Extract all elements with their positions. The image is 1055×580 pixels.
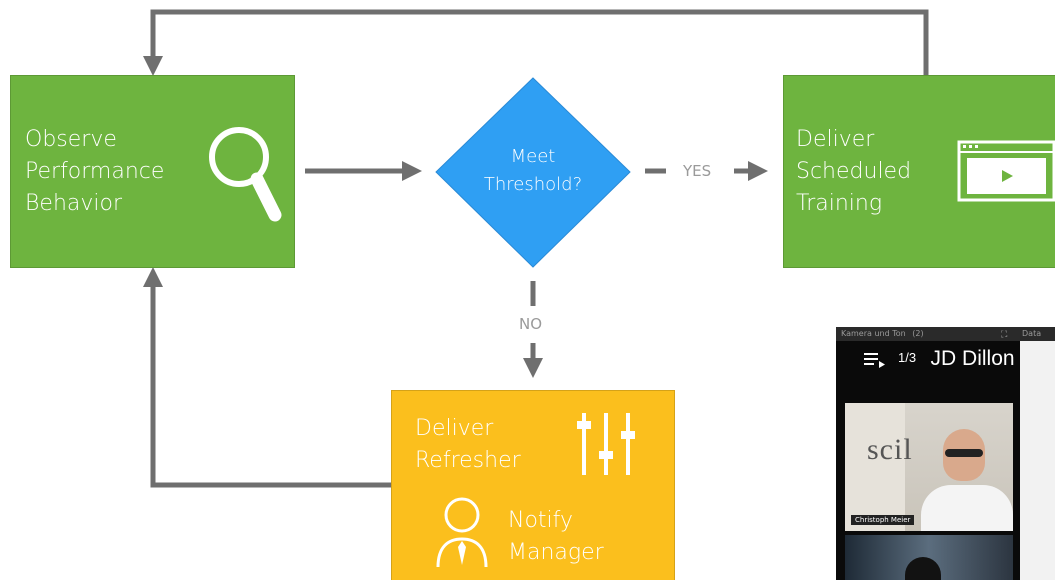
notify-line-1: Notify [508,508,574,533]
video-title-row: 1/3 JD Dillon C [898,347,1036,371]
participant-glasses [945,449,983,457]
yes-label: YES [683,162,712,180]
refresher-label: Deliver Refresher [415,413,521,477]
refresher-box: Deliver Refresher Notify Manager [391,390,675,580]
video-header-right: Data [1022,329,1042,338]
video-call-overlay[interactable]: Kamera und Ton (2) ⛶ Data 1/3 JD Dillon … [836,327,1055,580]
threshold-line-1: Meet [510,146,556,167]
video-header-left: Kamera und Ton [841,329,906,338]
no-label: NO [519,315,543,333]
video-header-count: (2) [912,329,924,338]
observe-line-2: Performance [25,159,165,184]
participant-camera-2 [845,535,1013,580]
scheduled-line-2: Scheduled [796,159,912,184]
participant-2-head [905,557,941,580]
observe-box: Observe Performance Behavior [10,75,295,268]
observe-line-1: Observe [25,127,117,152]
video-header-bar: Kamera und Ton (2) ⛶ Data [836,327,1055,341]
participant-camera-1: scil Christoph Meier [845,403,1013,531]
expand-icon[interactable]: ⛶ [1001,330,1008,340]
participant-shirt [921,485,1013,531]
observe-label: Observe Performance Behavior [25,124,164,220]
playlist-icon[interactable] [864,351,886,369]
playlist-counter: 1/3 [898,350,917,365]
scheduled-line-1: Deliver [796,127,875,152]
loop-top-connector [143,9,929,76]
notify-label: Notify Manager [508,505,604,569]
threshold-line-2: Threshold? [483,174,583,195]
wall-sign: scil [867,433,913,466]
observe-line-3: Behavior [25,191,123,216]
sliders-icon [577,413,635,475]
manager-icon [436,497,488,568]
threshold-label: Meet Threshold? [434,143,632,199]
magnifier-icon [209,127,282,222]
scheduled-training-box: Deliver Scheduled Training [783,75,1055,268]
threshold-diamond [435,77,631,268]
scheduled-line-3: Training [796,191,883,216]
loop-bottom-connector [143,267,391,488]
wall-panel [845,403,905,531]
refresher-line-2: Refresher [415,448,521,473]
shared-content-panel [1020,341,1055,580]
video-player-icon [957,140,1055,202]
video-title[interactable]: JD Dillon C [930,347,1036,370]
refresher-line-1: Deliver [415,416,494,441]
scheduled-label: Deliver Scheduled Training [796,124,911,220]
notify-line-2: Manager [508,540,604,565]
participant-name-tag: Christoph Meier [851,515,915,525]
